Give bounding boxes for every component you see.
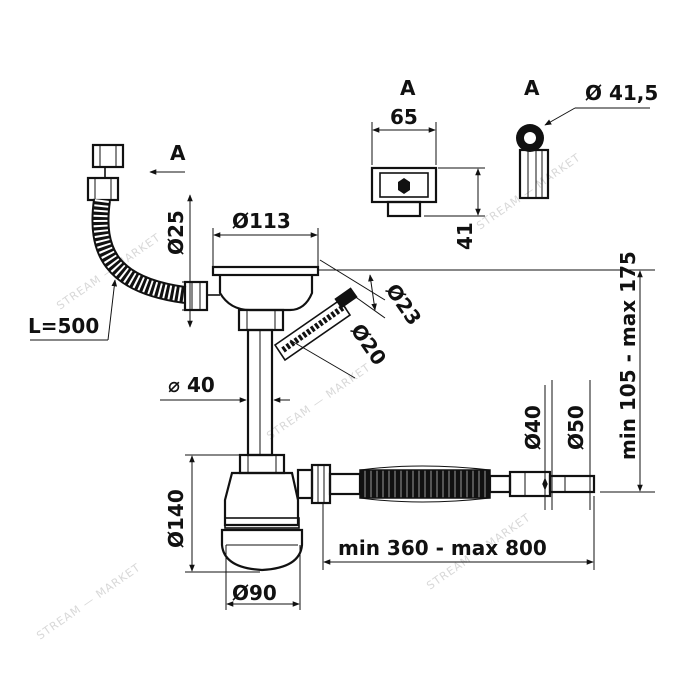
- dim-d23: Ø23: [381, 279, 426, 329]
- watermark-text: STREAM — MARKET: [474, 151, 583, 233]
- view-a-label-side: A: [524, 76, 540, 100]
- dim-d25: Ø25: [164, 210, 188, 255]
- watermark-text: STREAM — MARKET: [34, 561, 143, 643]
- dim-hose-length: L=500: [28, 314, 99, 338]
- dim-w65: 65: [390, 105, 418, 129]
- overflow-assembly: [86, 143, 209, 312]
- outlet-hose: [359, 465, 596, 503]
- dim-height-range: min 105 - max 175: [616, 251, 640, 460]
- view-a-section: [370, 124, 550, 218]
- view-a-label: A: [400, 76, 416, 100]
- dim-d90: Ø90: [232, 581, 277, 605]
- dim-d40-pipe: ⌀ 40: [168, 373, 215, 397]
- dim-h41: 41: [453, 222, 477, 250]
- watermark-text: STREAM — MARKET: [264, 361, 373, 443]
- arrow-a-label: A: [170, 141, 186, 165]
- dimension-lines: [30, 107, 655, 610]
- dim-d113: Ø113: [232, 209, 291, 233]
- bottle-trap: [220, 453, 362, 572]
- watermark-layer: STREAM — MARKET STREAM — MARKET STREAM —…: [34, 151, 583, 643]
- dim-d41-5: Ø 41,5: [585, 81, 658, 105]
- dim-d140: Ø140: [164, 489, 188, 548]
- dim-length-range: min 360 - max 800: [338, 536, 547, 560]
- dim-d20: Ø20: [346, 319, 391, 369]
- strainer-assembly: [207, 265, 358, 457]
- dim-d40-side: Ø40: [521, 405, 545, 450]
- dim-d50-side: Ø50: [564, 405, 588, 450]
- labels: A A A Ø 41,5 65 41 Ø25 Ø113 min 105 - ma…: [28, 76, 658, 605]
